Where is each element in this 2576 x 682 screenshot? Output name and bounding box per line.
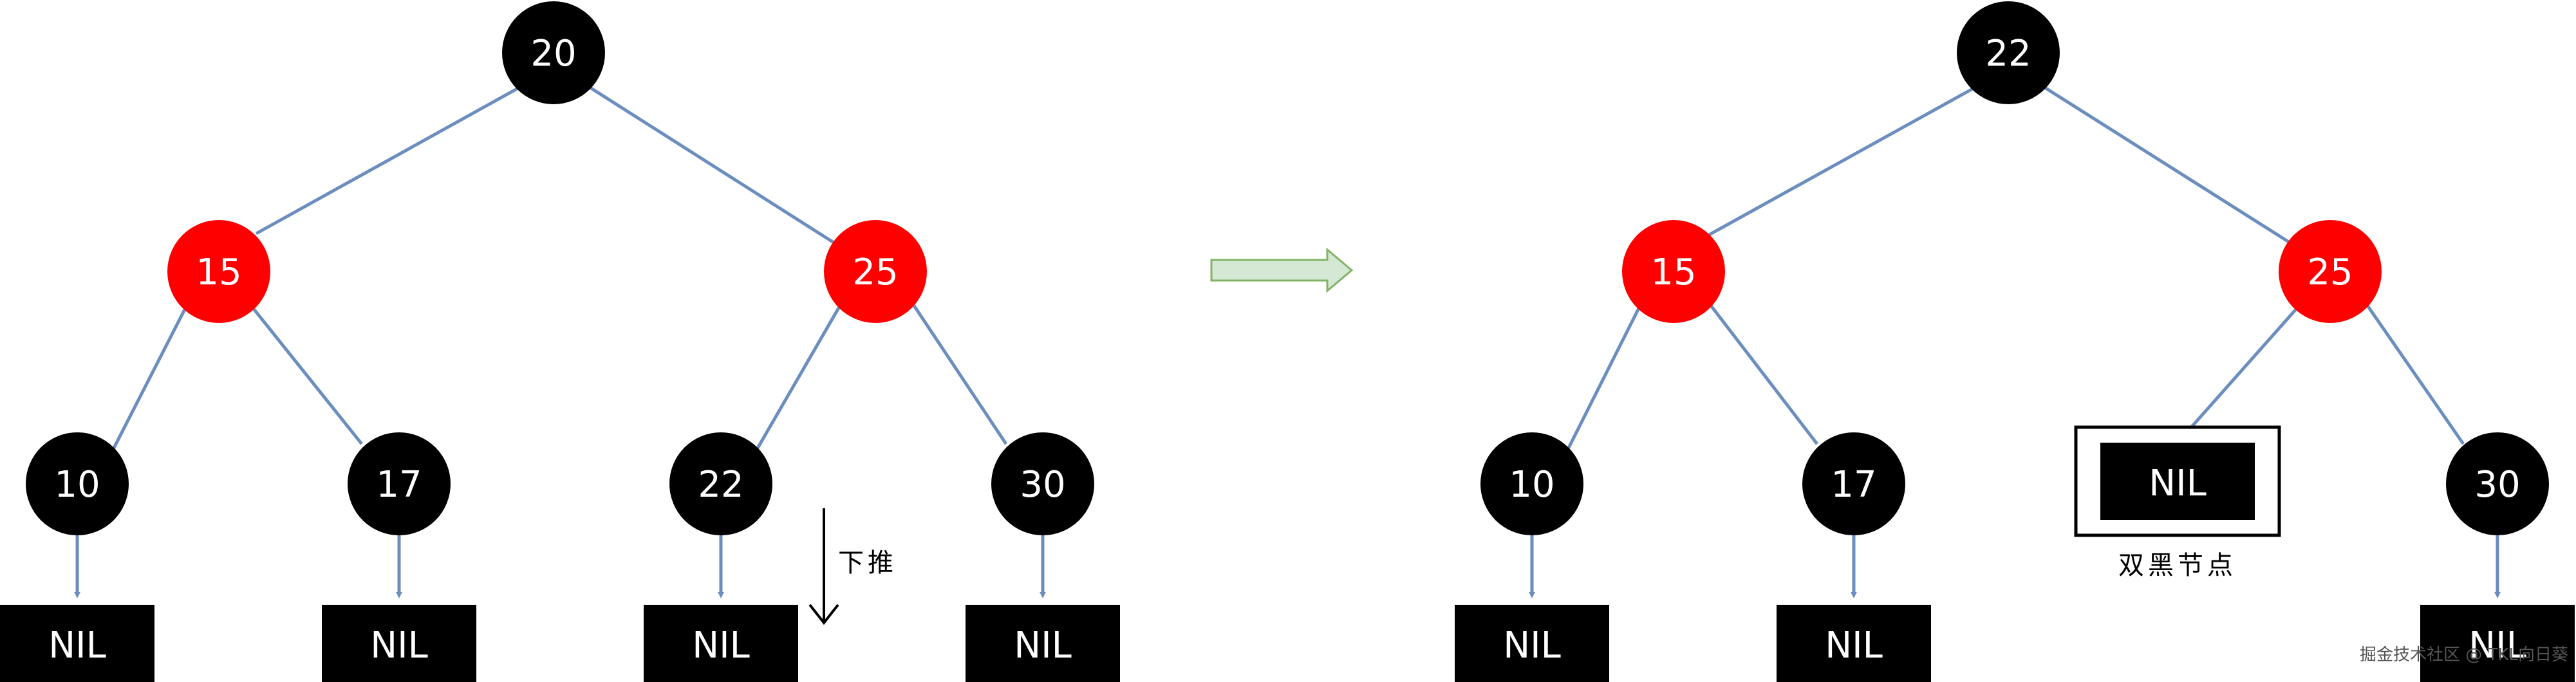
right-tree: 22 15 25 10 17 30 NIL 双黑节点 NIL NIL NIL (1455, 1, 2575, 682)
edge-25-22 (754, 304, 842, 452)
nil-box (1777, 605, 1931, 682)
node-15-label: 15 (1650, 252, 1696, 293)
edge-25-30 (912, 304, 1008, 445)
edge-25-30 (2366, 304, 2465, 445)
node-15 (1622, 220, 1725, 323)
nil-label: NIL (48, 625, 106, 667)
edge-20-25 (588, 85, 838, 246)
node-15-label: 15 (196, 252, 241, 293)
node-25 (824, 220, 927, 323)
nil-label: NIL (1503, 625, 1561, 667)
node-17 (1802, 432, 1905, 535)
node-22 (669, 432, 772, 535)
nil-box (2420, 605, 2575, 682)
node-30 (2446, 432, 2549, 535)
nil-box (1455, 605, 1609, 682)
edge-15-10 (1565, 304, 1642, 452)
edge-15-10 (111, 304, 189, 452)
edge-15-17 (1710, 304, 1818, 445)
node-10 (26, 432, 129, 535)
node-17 (348, 432, 451, 535)
node-30-label: 30 (1020, 464, 1065, 506)
node-30 (991, 432, 1094, 535)
push-down-arrowhead (808, 604, 839, 625)
nil-box (644, 605, 798, 682)
node-20-label: 20 (530, 33, 576, 75)
push-down-label: 下推 (838, 548, 897, 578)
node-17-label: 17 (1831, 464, 1876, 506)
node-22 (1957, 1, 2060, 104)
node-25-label: 25 (852, 252, 898, 293)
nil-label: NIL (692, 625, 750, 667)
node-20 (502, 1, 605, 104)
nil-label: NIL (2469, 625, 2526, 667)
left-tree: 20 15 25 10 17 22 30 NIL NIL NIL NIL 下推 (0, 1, 1120, 682)
edge-15-17 (250, 304, 363, 445)
node-25-label: 25 (2307, 252, 2353, 293)
double-black-label: 双黑节点 (2118, 551, 2237, 580)
node-15 (167, 220, 270, 323)
node-10-label: 10 (1509, 464, 1554, 506)
node-25 (2279, 220, 2382, 323)
edge-20-15 (255, 86, 519, 235)
node-22-label: 22 (1985, 33, 2031, 75)
nil-label: NIL (370, 625, 428, 667)
nil-box (322, 605, 476, 682)
edge-22-25 (2042, 85, 2299, 250)
node-17-label: 17 (376, 464, 422, 506)
node-10-label: 10 (54, 464, 100, 506)
node-10 (1480, 432, 1583, 535)
nil-box (0, 605, 154, 682)
edge-25-nil (2176, 304, 2301, 444)
nil-label: NIL (1825, 625, 1883, 667)
node-22-label: 22 (698, 464, 743, 506)
double-black-nil-box (2100, 443, 2255, 520)
watermark: 掘金技术社区 @ TKL向日葵 (2360, 645, 2568, 665)
nil-box (966, 605, 1120, 682)
edge-22-15 (1708, 85, 1977, 237)
nil-label: NIL (1014, 625, 1072, 667)
double-black-nil-label: NIL (2149, 463, 2207, 504)
node-30-label: 30 (2474, 464, 2520, 506)
transition-arrow-icon (1210, 247, 1354, 293)
